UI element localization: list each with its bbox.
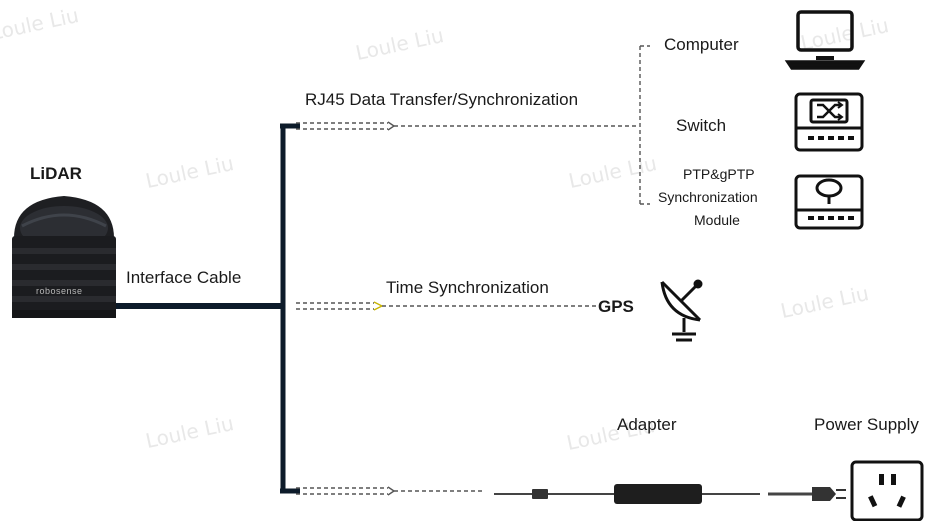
ptp-label-line2: Synchronization (658, 189, 758, 205)
rj45-label: RJ45 Data Transfer/Synchronization (305, 90, 579, 109)
switch-label: Switch (676, 116, 727, 135)
ptp-label-line1: PTP&gPTP (683, 166, 755, 182)
power-socket-icon (850, 460, 924, 521)
adapter-label: Adapter (617, 415, 677, 434)
lidar-brand-label: robosense (36, 286, 83, 296)
power-supply-label: Power Supply (814, 415, 919, 434)
satellite-dish-icon (660, 279, 703, 342)
network-switch-icon (794, 92, 864, 152)
lidar-title: LiDAR (30, 164, 82, 183)
lidar-device (12, 196, 116, 318)
power-connector (296, 486, 396, 496)
ptp-label-line3: Module (694, 212, 740, 228)
power-adapter-icon (494, 484, 846, 504)
ptp-module-icon (794, 174, 864, 230)
time-sync-label: Time Synchronization (386, 278, 549, 297)
gps-label: GPS (598, 297, 634, 316)
time-sync-connector (296, 301, 384, 311)
laptop-icon (784, 10, 866, 70)
interface-cable-label: Interface Cable (126, 268, 242, 287)
rj45-connector (296, 121, 396, 131)
computer-label: Computer (664, 35, 739, 54)
